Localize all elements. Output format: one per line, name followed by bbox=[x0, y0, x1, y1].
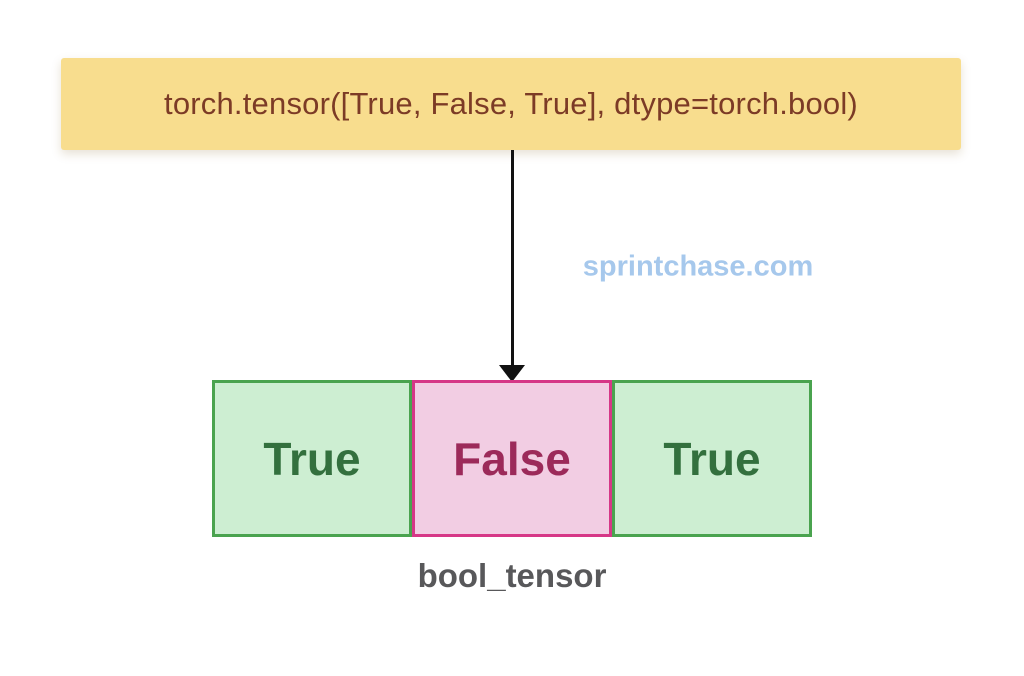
watermark-text: sprintchase.com bbox=[582, 250, 814, 283]
tensor-cell-value: True bbox=[263, 432, 361, 485]
code-text: torch.tensor([True, False, True], dtype=… bbox=[164, 86, 858, 121]
tensor-name-label: bool_tensor bbox=[417, 557, 607, 594]
tensor-cell-value: False bbox=[453, 432, 571, 485]
tensor-cell-value: True bbox=[663, 432, 761, 485]
tensor-cell: True bbox=[612, 380, 812, 537]
tensor-row: True False True bbox=[212, 380, 812, 537]
tensor-cell: True bbox=[212, 380, 412, 537]
arrow-line bbox=[511, 150, 514, 368]
tensor-cell: False bbox=[412, 380, 612, 537]
code-banner: torch.tensor([True, False, True], dtype=… bbox=[61, 58, 961, 150]
arrow-down-icon bbox=[499, 365, 525, 382]
